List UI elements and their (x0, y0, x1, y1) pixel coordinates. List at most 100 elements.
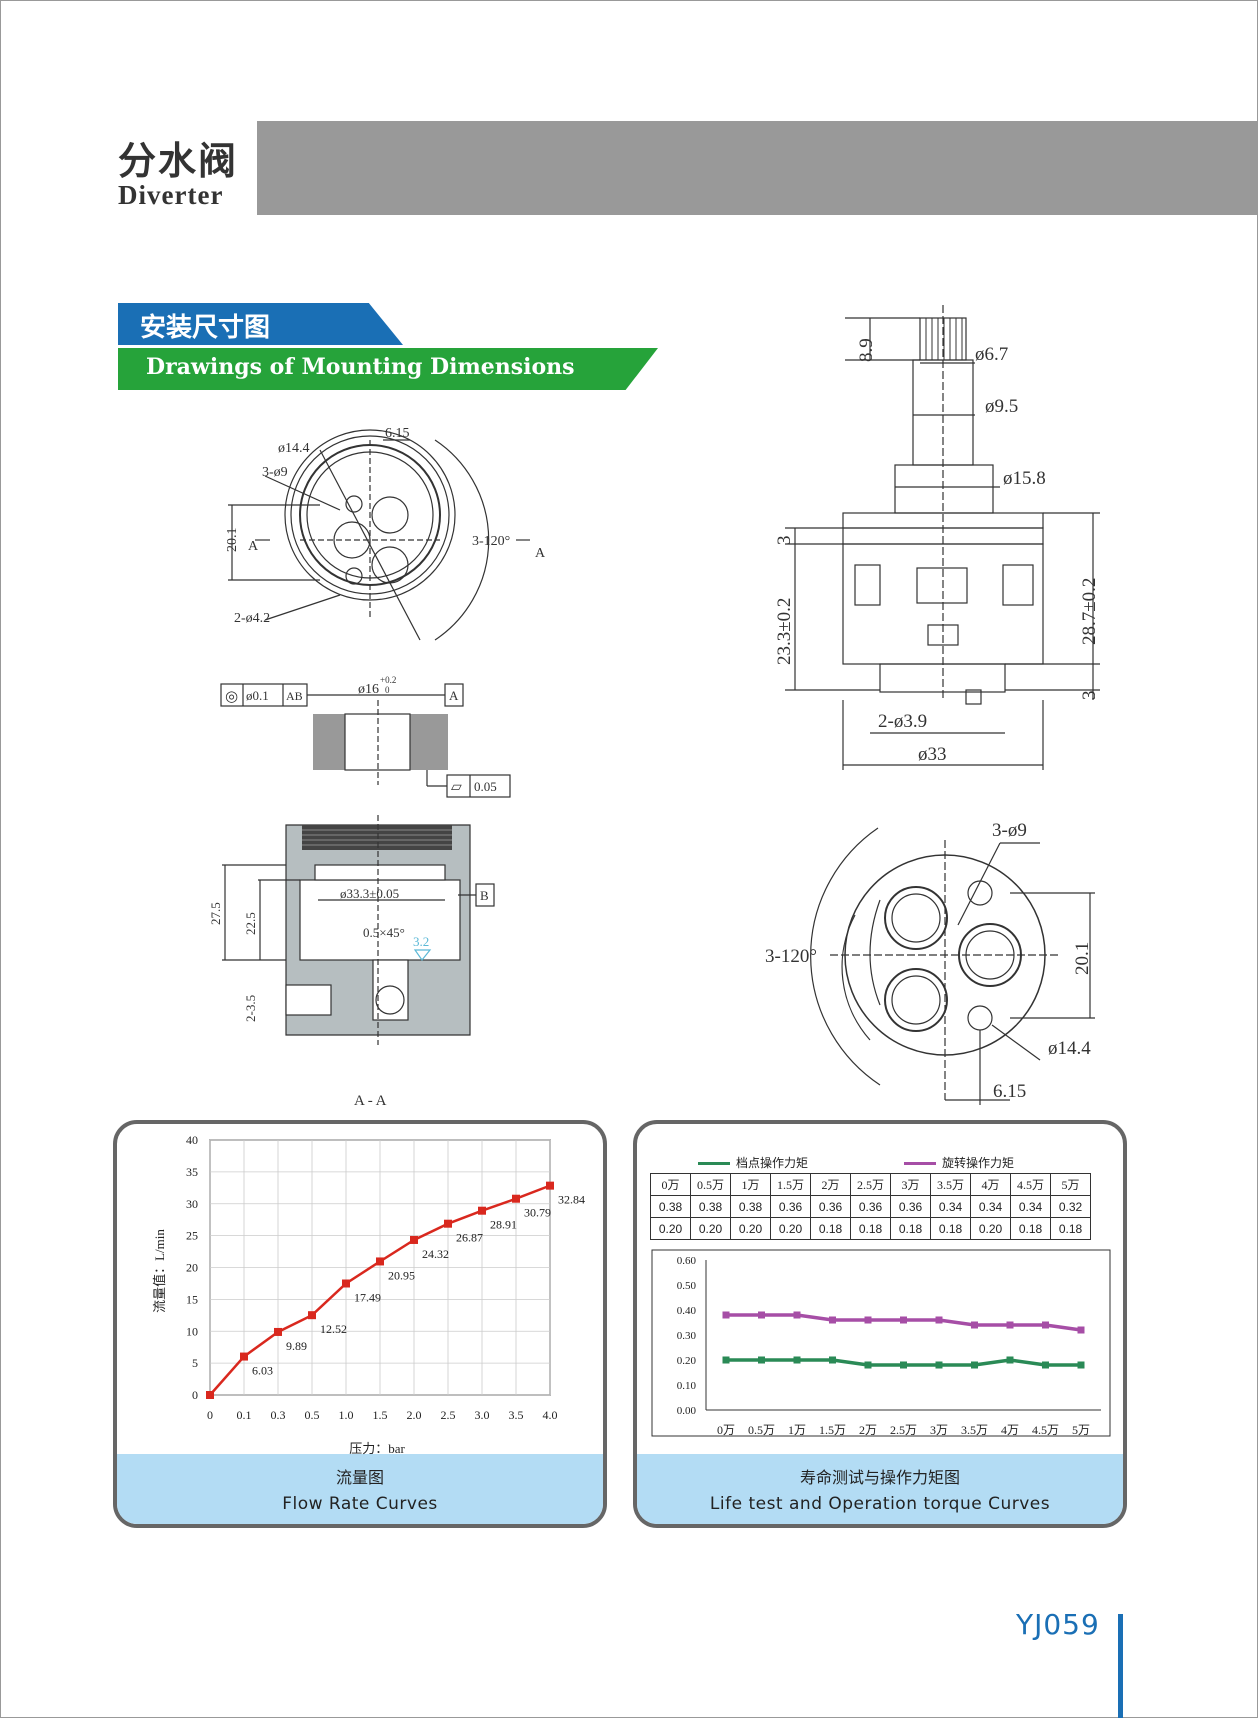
dim-bottom-angle: 3-120° (765, 946, 817, 967)
datum-ab: AB (286, 689, 303, 703)
torque-x-tick: 2.5万 (890, 1423, 917, 1437)
flow-data-label: 30.79 (524, 1206, 551, 1220)
flow-y-tick: 0 (192, 1388, 198, 1402)
page-title-cn: 分水阀 (118, 138, 239, 183)
dim-201: 20.1 (225, 528, 240, 553)
torque-data-point (793, 1311, 801, 1319)
dim-287: 28.7±0.2 (1079, 578, 1100, 645)
torque-data-point (900, 1361, 907, 1369)
torque-x-tick: 5万 (1072, 1423, 1090, 1437)
torque-x-tick: 4.5万 (1032, 1423, 1059, 1437)
dim-615: 6.15 (385, 426, 410, 441)
dim-89: 8.9 (856, 338, 877, 362)
section-title-cn-banner: 安装尺寸图 (118, 303, 403, 345)
flow-x-tick: 1.5 (373, 1408, 388, 1422)
dim-233: 23.3±0.2 (774, 598, 795, 665)
torque-table-cell: 0.20 (730, 1217, 771, 1240)
section-title-cn: 安装尺寸图 (140, 313, 271, 343)
model-accent-bar (1118, 1614, 1123, 1718)
torque-table-cell: 0.18 (1010, 1217, 1051, 1240)
torque-table-cell: 0.36 (770, 1195, 811, 1218)
flow-caption-band (117, 1454, 603, 1524)
torque-table-cell: 4.5万 (1010, 1173, 1051, 1196)
flow-data-label: 20.95 (388, 1268, 415, 1282)
torque-table-cell: 0.32 (1050, 1195, 1091, 1218)
dim-d144: ø14.4 (278, 441, 310, 456)
dim-2335: 2-3.5 (243, 995, 258, 1022)
dim-bottom-144: ø14.4 (1048, 1038, 1091, 1059)
side-view-drawing (785, 305, 1100, 770)
flow-data-label: 6.03 (252, 1364, 273, 1378)
torque-data-point (829, 1356, 836, 1364)
dim-3d9: 3-ø9 (262, 465, 288, 480)
flow-x-tick: 1.0 (339, 1408, 354, 1422)
dim-2d42: 2-ø4.2 (234, 611, 270, 626)
section-mark-a-right: A (535, 546, 546, 561)
legend-rotation-label: 旋转操作力矩 (942, 1156, 1015, 1170)
legend-rotation-swatch (904, 1162, 936, 1165)
flow-data-point (274, 1327, 282, 1336)
legend-detent-label: 档点操作力矩 (736, 1156, 809, 1170)
torque-table-cell: 2.5万 (850, 1173, 891, 1196)
torque-data-point (864, 1316, 872, 1324)
flow-caption-cn: 流量图 (335, 1468, 384, 1487)
concentricity-value: ø0.1 (246, 688, 269, 703)
torque-table-cell: 3万 (890, 1173, 931, 1196)
header-banner: 满足您对水龙头安全舒适的用水需求 In YJ Cartridge we make… (257, 121, 1258, 315)
torque-data-point (722, 1311, 730, 1319)
flow-x-tick: 0.3 (271, 1408, 286, 1422)
dim-3a: 3 (774, 536, 795, 546)
torque-table-cell: 0.34 (1010, 1195, 1051, 1218)
flow-data-label: 9.89 (286, 1339, 307, 1353)
flow-x-tick: 0.1 (237, 1408, 252, 1422)
dim-angle: 3-120° (472, 534, 510, 549)
torque-table-cell: 0.20 (650, 1217, 691, 1240)
dim-d158: ø15.8 (1003, 468, 1046, 489)
dim-d33: ø33 (918, 744, 947, 765)
flow-y-axis-label: 流量值：L/min (152, 1229, 167, 1313)
torque-x-tick: 3万 (930, 1423, 948, 1437)
flow-y-tick: 15 (186, 1292, 198, 1306)
torque-table-cell: 1.5万 (770, 1173, 811, 1196)
bottom-view-drawing (810, 827, 1095, 1105)
flow-x-tick: 0 (207, 1408, 213, 1422)
flow-y-tick: 10 (186, 1324, 198, 1338)
legend-detent: 档点操作力矩 (698, 1154, 808, 1171)
torque-y-tick: 0.10 (677, 1380, 697, 1392)
torque-data-point (900, 1316, 907, 1324)
section-title-en: Drawings of Mounting Dimensions (146, 354, 575, 380)
torque-data-point (758, 1311, 765, 1319)
dim-3b: 3 (1079, 691, 1100, 701)
torque-table-cell: 0万 (650, 1173, 691, 1196)
torque-x-tick: 0.5万 (748, 1423, 775, 1437)
torque-data-point (758, 1356, 765, 1364)
flow-data-point (512, 1194, 520, 1203)
torque-table-cell: 0.34 (970, 1195, 1011, 1218)
flow-caption-en: Flow Rate Curves (282, 1494, 438, 1514)
model-number: YJ059 (1016, 1608, 1100, 1641)
datum-a: A (449, 688, 459, 703)
torque-data-point (1006, 1321, 1014, 1329)
torque-table-cell: 0.18 (930, 1217, 971, 1240)
torque-table-cell: 3.5万 (930, 1173, 971, 1196)
torque-chart-frame (651, 1249, 1111, 1437)
torque-x-tick: 3.5万 (961, 1423, 988, 1437)
torque-table-cell: 0.20 (770, 1217, 811, 1240)
flow-y-tick: 30 (186, 1197, 198, 1211)
tolerance-frame (220, 683, 511, 798)
flatness-symbol: ▱ (451, 780, 462, 795)
torque-table-cell: 5万 (1050, 1173, 1091, 1196)
flow-y-tick: 5 (192, 1356, 198, 1370)
torque-table-cell: 0.36 (890, 1195, 931, 1218)
torque-table-cell: 0.5万 (690, 1173, 731, 1196)
flow-data-point (342, 1279, 350, 1288)
torque-data-point (1042, 1361, 1049, 1369)
torque-table-cell: 0.18 (850, 1217, 891, 1240)
torque-data-point (971, 1321, 978, 1329)
flow-data-point (546, 1181, 554, 1190)
torque-data-point (935, 1316, 943, 1324)
flow-data-point (206, 1391, 214, 1399)
